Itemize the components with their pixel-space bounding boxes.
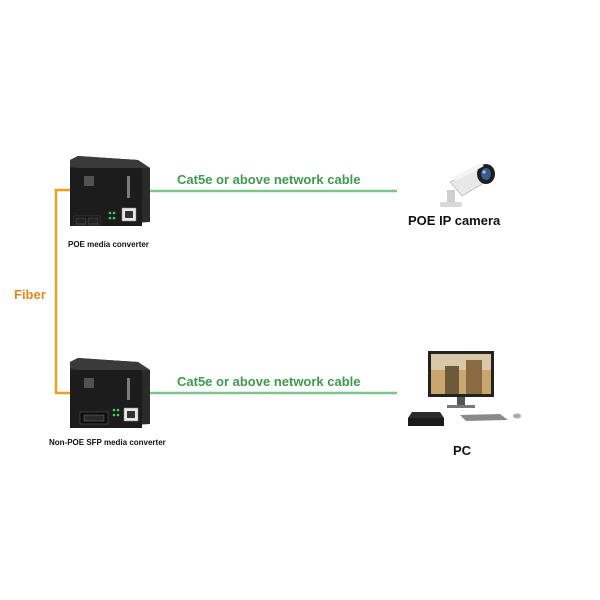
endpoint-label-bottom: PC [453, 443, 472, 458]
fiber-label: Fiber [14, 287, 46, 302]
endpoint-label-top: POE IP camera [408, 213, 501, 228]
desktop-pc-icon [408, 351, 521, 426]
cable-label-bottom: Cat5e or above network cable [177, 374, 361, 389]
poe-media-converter [70, 156, 150, 226]
cable-label-top: Cat5e or above network cable [177, 172, 361, 187]
fiber-line [54, 188, 74, 395]
device-label-bottom: Non-POE SFP media converter [49, 438, 166, 447]
device-label-top: POE media converter [68, 240, 149, 249]
camera-icon [440, 163, 495, 207]
non-poe-sfp-media-converter [70, 358, 150, 428]
